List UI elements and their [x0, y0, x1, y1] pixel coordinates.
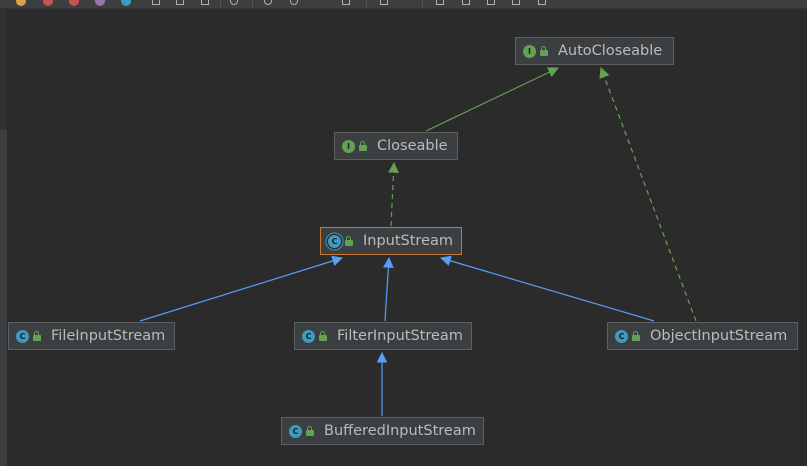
- edge-implements-inputstream-to-closeable: [388, 161, 399, 227]
- public-lock-icon: [632, 330, 641, 342]
- toolbar-icon[interactable]: [380, 0, 388, 5]
- interface-icon: I: [523, 44, 536, 58]
- edge-extends-filterinputstream-to-inputstream: [382, 256, 394, 322]
- toolbar-icon[interactable]: [121, 0, 131, 6]
- public-lock-icon: [540, 45, 549, 57]
- public-lock-icon: [359, 140, 368, 152]
- toolbar-icon[interactable]: [95, 0, 105, 6]
- edge-extends-interface-closeable-to-autocloseable: [425, 67, 559, 132]
- class-icon: C: [615, 329, 628, 343]
- left-tool-strip: [0, 9, 8, 466]
- class-node-label: FilterInputStream: [337, 328, 463, 344]
- toolbar-separator: [220, 0, 221, 7]
- class-node-closeable[interactable]: I Closeable: [334, 132, 458, 160]
- left-strip-upper: [0, 9, 7, 130]
- toolbar-icon[interactable]: [538, 0, 546, 5]
- toolbar-icon[interactable]: [176, 0, 184, 5]
- left-strip-lower: [0, 130, 7, 466]
- public-lock-icon: [345, 235, 354, 247]
- toolbar-icon[interactable]: [487, 0, 495, 5]
- diagram-toolbar: [0, 0, 807, 9]
- class-icon: C: [302, 329, 315, 343]
- toolbar-icon[interactable]: [264, 0, 272, 5]
- toolbar-icon[interactable]: [201, 0, 209, 5]
- toolbar-icon[interactable]: [69, 0, 79, 6]
- class-node-label: BufferedInputStream: [324, 423, 476, 439]
- public-lock-icon: [306, 425, 315, 437]
- toolbar-icon[interactable]: [230, 0, 238, 5]
- class-node-label: Closeable: [377, 138, 448, 154]
- toolbar-icon[interactable]: [43, 0, 53, 6]
- class-node-label: FileInputStream: [51, 328, 166, 344]
- edge-extends-objectinputstream-to-inputstream: [439, 255, 655, 322]
- toolbar-icon[interactable]: [512, 0, 520, 5]
- interface-icon: I: [342, 139, 355, 153]
- toolbar-icon[interactable]: [436, 0, 444, 5]
- class-icon: C: [289, 424, 302, 438]
- toolbar-icon[interactable]: [152, 0, 160, 5]
- toolbar-separator: [252, 0, 253, 7]
- class-node-inputstream[interactable]: C InputStream: [320, 227, 462, 255]
- class-node-label: ObjectInputStream: [650, 328, 788, 344]
- class-node-label: AutoCloseable: [558, 43, 663, 59]
- class-node-objectinputstream[interactable]: C ObjectInputStream: [607, 322, 798, 350]
- public-lock-icon: [319, 330, 328, 342]
- edge-extends-fileinputstream-to-inputstream: [139, 255, 344, 322]
- toolbar-separator: [422, 0, 423, 7]
- public-lock-icon: [33, 330, 42, 342]
- toolbar-icon[interactable]: [290, 0, 298, 5]
- toolbar-separator: [366, 0, 367, 7]
- edge-implements-objectinputstream-to-autocloseable: [599, 66, 697, 322]
- toolbar-icon[interactable]: [16, 0, 26, 6]
- class-node-filterinputstream[interactable]: C FilterInputStream: [294, 322, 472, 350]
- class-node-fileinputstream[interactable]: C FileInputStream: [8, 322, 175, 350]
- toolbar-icon[interactable]: [462, 0, 470, 5]
- class-node-autocloseable[interactable]: I AutoCloseable: [515, 37, 674, 65]
- class-node-label: InputStream: [363, 233, 454, 249]
- abstract-class-icon: C: [328, 234, 341, 248]
- toolbar-icon[interactable]: [342, 0, 350, 5]
- class-icon: C: [16, 329, 29, 343]
- class-node-bufferedinputstream[interactable]: C BufferedInputStream: [281, 417, 484, 445]
